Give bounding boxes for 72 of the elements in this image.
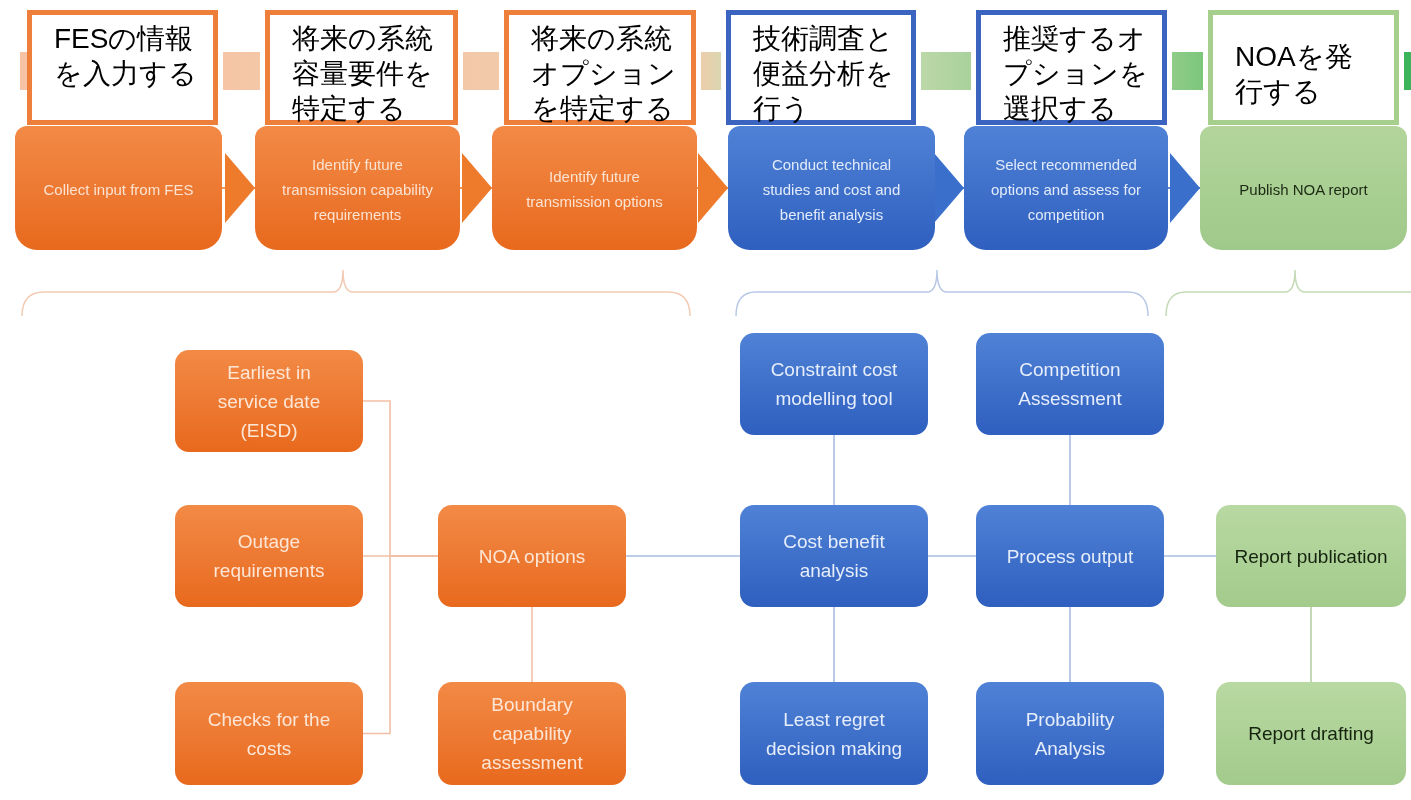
process-step (255, 126, 460, 250)
process-box (1216, 682, 1406, 785)
callout-box (726, 10, 916, 125)
step-label: NOA options (477, 544, 587, 569)
step-label: Identify future transmission options (525, 167, 664, 212)
step-label: Outage requirements (212, 530, 326, 583)
step-label: Report drafting (1247, 722, 1375, 746)
process-box (976, 333, 1164, 435)
step-label: Identify future transmission capability requirements (281, 154, 434, 225)
process-box (740, 505, 928, 607)
step-label: Constraint cost modelling tool (769, 358, 899, 411)
process-step (492, 126, 697, 250)
step-label: Checks for the costs (206, 707, 332, 761)
step-label: Conduct technical studies and cost and benefit analysis (761, 154, 902, 225)
process-box (175, 505, 363, 607)
timeline-bar (1172, 52, 1203, 90)
timeline-bar (701, 52, 721, 90)
callout-box (1208, 10, 1399, 125)
connector-line (833, 606, 835, 683)
connector-line (833, 434, 835, 506)
callout-text: 将来の系統容量要件を特定する (292, 22, 434, 126)
process-box (976, 682, 1164, 785)
connector-line (927, 555, 977, 557)
step-label: Probability Analysis (1024, 707, 1116, 761)
callout-text: 将来の系統オプションを特定する (531, 22, 677, 126)
process-step (728, 126, 935, 250)
step-label: Process output (1005, 544, 1135, 569)
callout-text: 技術調査と便益分析を行う (753, 22, 895, 126)
callout-box (27, 10, 218, 125)
chevron-arrow (221, 153, 256, 223)
callout-box (504, 10, 696, 125)
connector-line (625, 555, 741, 557)
connector-line (1069, 434, 1071, 506)
callout-text: FESの情報を入力する (54, 22, 198, 91)
process-box (175, 682, 363, 785)
chevron-arrow (1167, 153, 1201, 223)
timeline-bar (463, 52, 499, 90)
process-box (740, 333, 928, 435)
process-step (964, 126, 1168, 250)
step-label: Report publication (1233, 544, 1389, 569)
process-step (15, 126, 222, 250)
callout-box (976, 10, 1167, 125)
step-label: Publish NOA report (1238, 179, 1369, 200)
process-box (438, 505, 626, 607)
process-box (740, 682, 928, 785)
connector-line (1310, 606, 1312, 683)
callout-text: NOAを発行する (1235, 40, 1354, 109)
step-label: Select recommended options and assess for competition (989, 154, 1143, 225)
timeline-bar (20, 52, 27, 90)
timeline-bar (921, 52, 971, 90)
connector-line (362, 555, 439, 735)
connector-line (1069, 606, 1071, 683)
timeline-bar (223, 52, 260, 90)
chevron-arrow (696, 153, 729, 223)
process-step (1200, 126, 1407, 250)
process-box (438, 682, 626, 785)
connector-line (1163, 555, 1217, 557)
step-label: Boundary capability assessment (480, 693, 584, 775)
timeline-bar (1404, 52, 1411, 90)
process-box (1216, 505, 1406, 607)
step-label: Earliest in service date (EISD) (216, 360, 322, 443)
step-label: Collect input from FES (42, 179, 195, 200)
step-label: Least regret decision making (764, 707, 904, 761)
callout-box (265, 10, 458, 125)
process-box (175, 350, 363, 452)
callout-text: 推奨するオプションを選択する (1003, 22, 1149, 126)
step-label: Competition Assessment (1017, 358, 1123, 411)
step-label: Cost benefit analysis (782, 530, 886, 583)
process-box (976, 505, 1164, 607)
chevron-arrow (459, 153, 493, 223)
connector-line (531, 606, 533, 683)
chevron-arrow (934, 153, 965, 223)
